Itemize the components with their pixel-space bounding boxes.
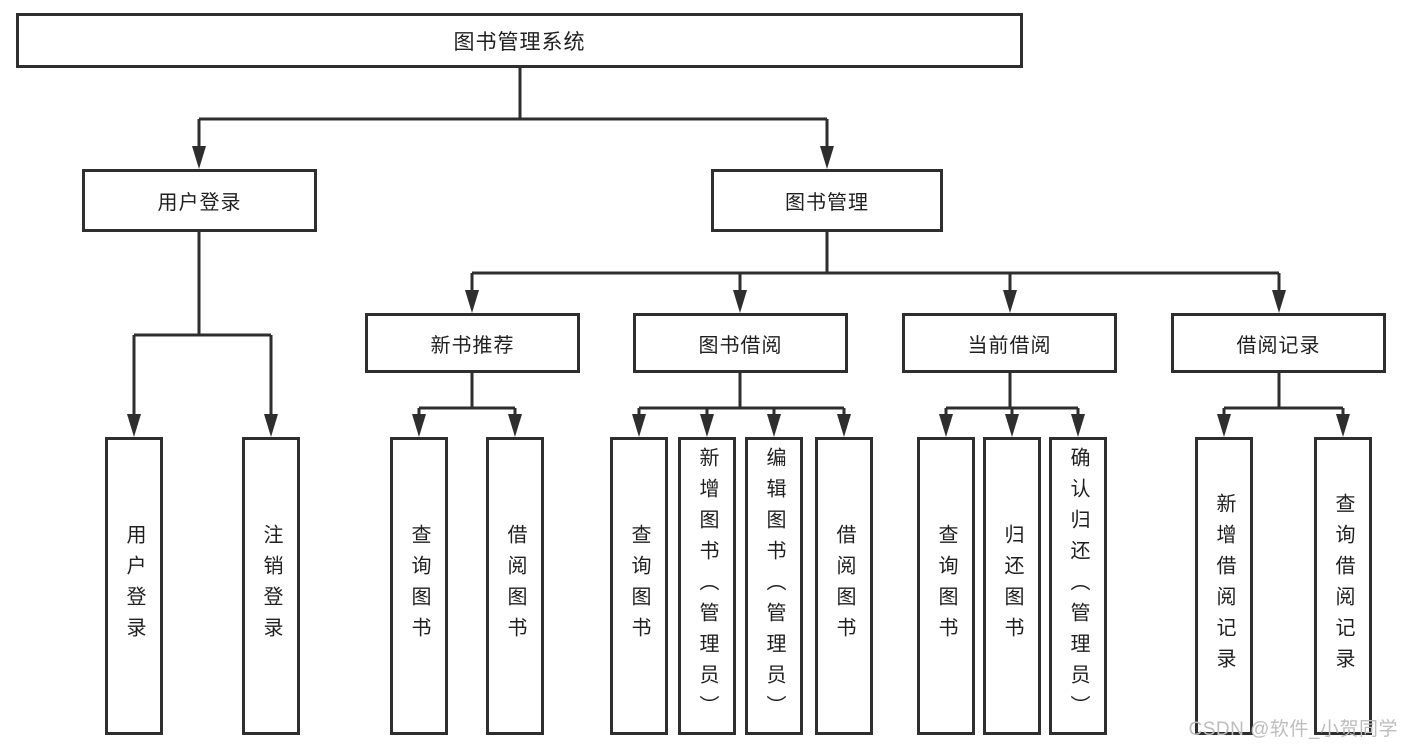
leaf-query-books-borrow: 查询图书 — [610, 437, 668, 735]
connector-root-to-level2 — [192, 68, 834, 169]
leaf-query-books-current: 查询图书 — [917, 437, 975, 735]
connector-book-management-to-level3 — [465, 232, 1286, 313]
node-borrow-records: 借阅记录 — [1171, 313, 1386, 373]
leaf-query-books-recommend: 查询图书 — [390, 437, 448, 735]
node-current-borrow: 当前借阅 — [902, 313, 1117, 373]
node-book-borrow: 图书借阅 — [633, 313, 848, 373]
connector-new-book-to-leaves — [412, 373, 522, 437]
leaf-add-books-admin: 新增图书（管理员） — [678, 437, 736, 735]
leaf-edit-books-admin: 编辑图书（管理员） — [745, 437, 803, 735]
node-new-book-recommend: 新书推荐 — [365, 313, 580, 373]
leaf-confirm-return-admin: 确认归还（管理员） — [1049, 437, 1107, 735]
leaf-query-borrow-record: 查询借阅记录 — [1314, 437, 1372, 735]
leaf-add-borrow-record: 新增借阅记录 — [1195, 437, 1253, 735]
node-user-login: 用户登录 — [82, 169, 317, 232]
leaf-return-books: 归还图书 — [983, 437, 1041, 735]
connector-borrow-record-to-leaves — [1217, 373, 1350, 437]
node-root-system: 图书管理系统 — [16, 13, 1023, 68]
node-book-management: 图书管理 — [711, 169, 943, 232]
leaf-user-login: 用户登录 — [105, 437, 163, 735]
leaf-borrow-books: 借阅图书 — [815, 437, 873, 735]
leaf-borrow-books-recommend: 借阅图书 — [486, 437, 544, 735]
csdn-watermark: CSDN @软件_小贺同学 — [1188, 719, 1398, 740]
leaf-logout: 注销登录 — [242, 437, 300, 735]
connector-book-borrow-to-leaves — [632, 373, 851, 437]
connector-user-login-to-leaves — [127, 232, 278, 437]
connector-current-borrow-to-leaves — [939, 373, 1085, 437]
